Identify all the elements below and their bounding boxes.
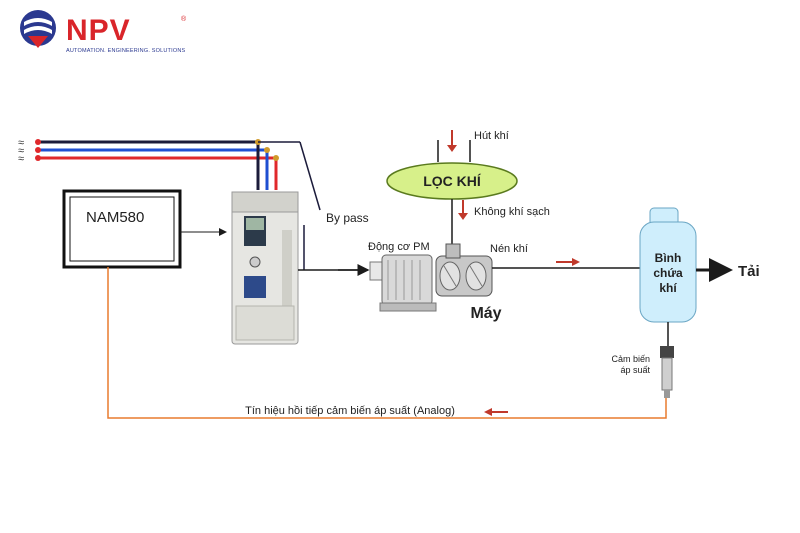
- sensor-label-1: Cảm biến: [611, 354, 650, 364]
- filter-label: LỌC KHÍ: [423, 173, 482, 189]
- feedback-label: Tín hiệu hồi tiếp cảm biến áp suất (Anal…: [245, 405, 455, 417]
- tilde-3-icon: ≈: [18, 153, 24, 165]
- sensor-label-2: áp suất: [620, 365, 650, 375]
- tank-label-2: chứa: [653, 266, 683, 280]
- intake-label: Hút khí: [474, 130, 509, 142]
- tank-label-1: Bình: [655, 251, 682, 265]
- motor-label: Động cơ PM: [368, 241, 430, 253]
- inverter-keypad: [244, 276, 266, 298]
- machine-label: Máy: [470, 305, 501, 322]
- tilde-1-icon: ≈: [18, 137, 24, 149]
- air-tank: Bình chứa khí: [639, 207, 697, 323]
- controller-nam580: NAM580: [62, 189, 182, 269]
- air-filter: LỌC KHÍ: [386, 162, 518, 200]
- pm-motor: [369, 254, 437, 312]
- npv-emblem-icon: [20, 10, 56, 48]
- controller-label: NAM580: [86, 209, 144, 226]
- load-label: Tải: [738, 263, 760, 280]
- npv-logo: NPV ® AUTOMATION. ENGINEERING. SOLUTIONS: [18, 8, 198, 58]
- bypass-label: By pass: [326, 211, 369, 225]
- clean-air-label: Không khí sạch: [474, 206, 550, 218]
- feedback-signal-line: [107, 267, 667, 419]
- inverter-drive: [231, 191, 299, 345]
- compress-label: Nén khí: [490, 243, 528, 255]
- registered-mark: ®: [181, 16, 187, 23]
- bypass-switch: [299, 141, 321, 211]
- tilde-2-icon: ≈: [18, 145, 24, 157]
- tank-label-3: khí: [659, 281, 677, 295]
- brand-name: NPV: [66, 14, 131, 47]
- power-supply-lines: ≈ ≈ ≈: [18, 137, 321, 270]
- brand-tagline: AUTOMATION. ENGINEERING. SOLUTIONS: [66, 48, 186, 54]
- pressure-sensor: [660, 346, 674, 398]
- screw-compressor: [435, 243, 493, 297]
